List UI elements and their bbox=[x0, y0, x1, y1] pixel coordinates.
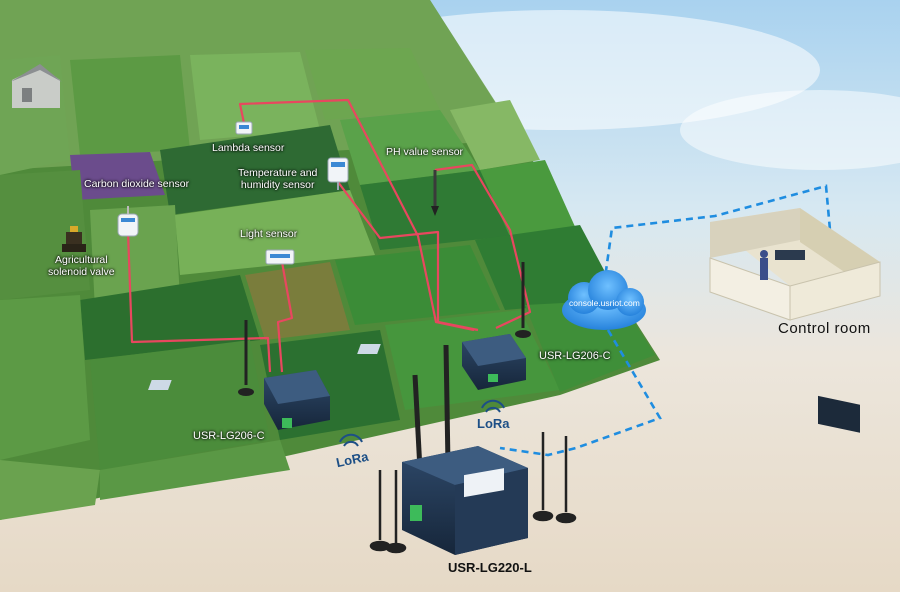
cloud-haze bbox=[680, 90, 900, 170]
wire-co2-to-left-node bbox=[126, 231, 272, 373]
wire-light-to-left-node bbox=[276, 261, 294, 373]
cloud-label: console.usriot.com bbox=[569, 298, 640, 308]
solenoid-valve-label: Agricultural solenoid valve bbox=[48, 254, 115, 278]
wire-ph-to-right-node bbox=[434, 163, 532, 329]
farmhouse bbox=[10, 64, 62, 108]
network-links bbox=[499, 184, 832, 457]
light-sensor-label: Light sensor bbox=[240, 228, 298, 240]
lora-node-left-label: USR-LG206-C bbox=[193, 430, 265, 442]
lora-gateway bbox=[402, 344, 528, 555]
wire-temp-to-right-node bbox=[337, 181, 479, 332]
cloud-icon bbox=[562, 270, 646, 330]
co2-sensor-icon bbox=[117, 206, 139, 237]
solenoid-valve-line-2: solenoid valve bbox=[48, 266, 115, 278]
link-cloud-to-control-room bbox=[602, 184, 832, 286]
lora-node-right-label: USR-LG206-C bbox=[539, 350, 611, 362]
lora-node-left bbox=[148, 320, 330, 430]
co2-sensor-label: Carbon dioxide sensor bbox=[84, 178, 190, 190]
temperature-humidity-sensor-icon bbox=[327, 157, 349, 190]
temperature-humidity-line-1: Temperature and bbox=[238, 167, 318, 179]
lora-label-right: LoRa bbox=[477, 416, 510, 431]
solenoid-valve-line-1: Agricultural bbox=[55, 254, 108, 266]
lora-signal-icon bbox=[339, 399, 505, 447]
lambda-sensor-label: Lambda sensor bbox=[212, 142, 285, 154]
lambda-sensor-icon bbox=[235, 121, 253, 135]
control-room-label: Control room bbox=[778, 320, 871, 337]
control-room bbox=[709, 208, 881, 433]
light-sensor-icon bbox=[265, 249, 295, 265]
gateway-label: USR-LG220-L bbox=[448, 560, 532, 575]
temperature-humidity-line-2: humidity sensor bbox=[240, 179, 315, 191]
lora-node-right bbox=[357, 262, 531, 390]
temperature-humidity-sensor-label: Temperature and humidity sensor bbox=[238, 167, 317, 191]
gateway-antennas bbox=[369, 432, 577, 554]
sensor-wires bbox=[126, 98, 532, 373]
ph-sensor-icon bbox=[431, 170, 439, 216]
ph-sensor-label: PH value sensor bbox=[386, 146, 464, 158]
solenoid-valve-icon bbox=[62, 226, 86, 252]
